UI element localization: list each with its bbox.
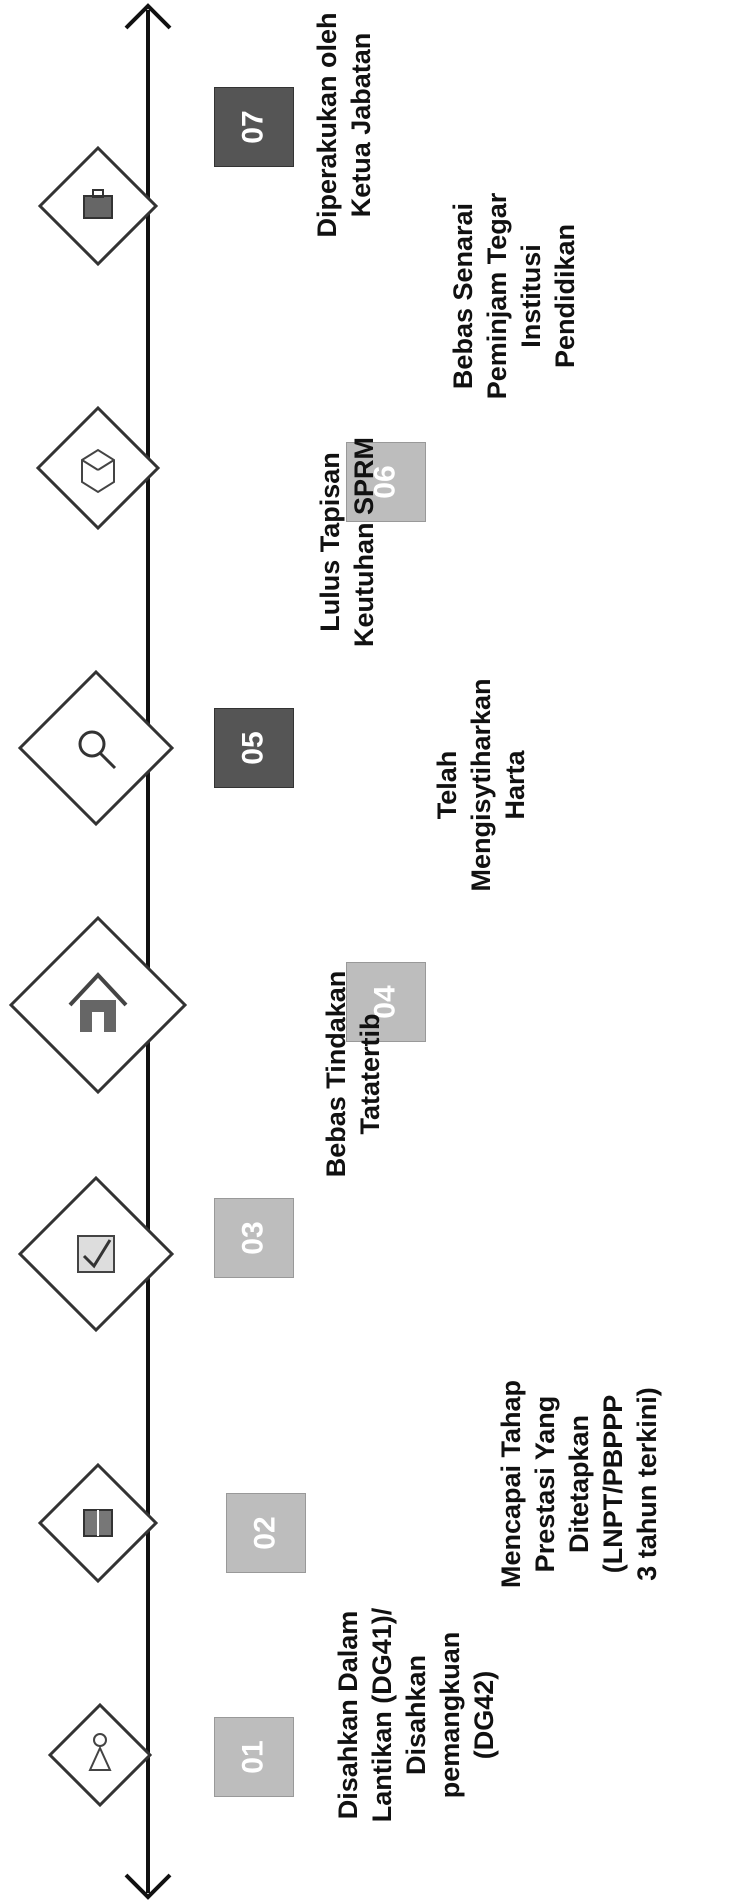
- step-number-badge: 05: [214, 708, 294, 788]
- step-number-badge: 07: [214, 87, 294, 167]
- briefcase-icon: [83, 189, 113, 219]
- step-number-badge: 02: [226, 1493, 306, 1573]
- house-icon: [68, 972, 128, 1032]
- diamond-step-04: [8, 915, 188, 1095]
- checklist-icon: [77, 1235, 115, 1273]
- step-number-badge: 04: [346, 962, 426, 1042]
- open-box-icon: [81, 448, 115, 494]
- diamond-step-07: [37, 145, 159, 267]
- magnifier-icon: [78, 730, 117, 770]
- step-number-badge: 01: [214, 1717, 294, 1797]
- diamond-step-05: [17, 669, 175, 827]
- diamond-step-01: [47, 1702, 153, 1808]
- step-number-badge: 06: [346, 442, 426, 522]
- book-icon: [83, 1509, 113, 1537]
- step-number-badge: 03: [214, 1198, 294, 1278]
- teacher-icon: [88, 1733, 112, 1771]
- diamond-step-03: [17, 1175, 175, 1333]
- arrow-top-icon: [124, 3, 172, 30]
- diamond-step-06: [35, 405, 161, 531]
- diamond-step-02: [37, 1462, 159, 1584]
- arrow-bottom-icon: [124, 1873, 172, 1900]
